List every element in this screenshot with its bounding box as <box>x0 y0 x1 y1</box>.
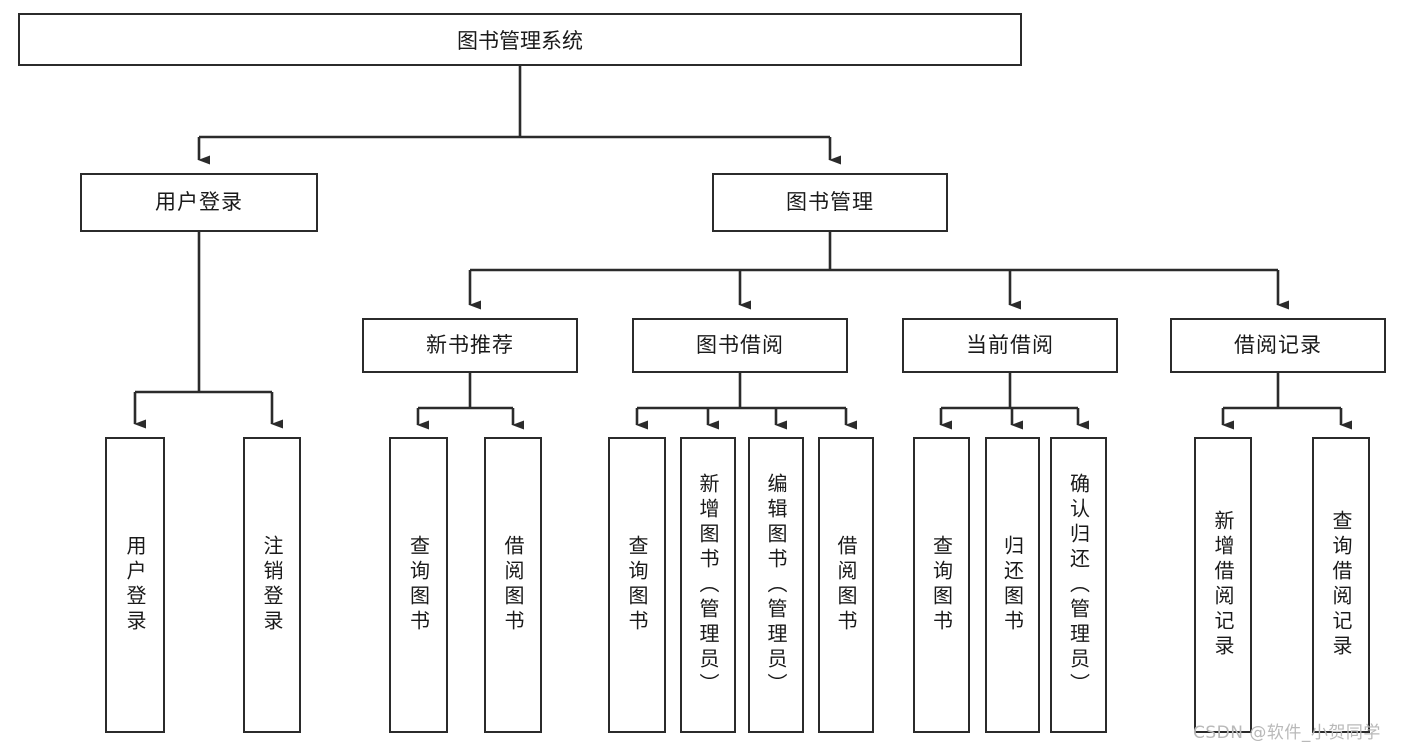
node-label: 当前借阅 <box>966 332 1054 357</box>
node-label: 图书管理系统 <box>457 28 583 53</box>
node-label: 确认归还（管理员） <box>1066 472 1091 698</box>
node-label: 注销登录 <box>260 535 284 635</box>
node-book-manage[interactable]: 图书管理 <box>712 173 948 232</box>
node-user-login[interactable]: 用户登录 <box>80 173 318 232</box>
node-leaf-borrow-book-2[interactable]: 借阅图书 <box>818 437 874 733</box>
node-label: 归还图书 <box>1000 535 1025 635</box>
node-label: 图书借阅 <box>696 332 784 357</box>
node-label: 用户登录 <box>155 189 243 214</box>
node-label: 借阅记录 <box>1234 332 1322 357</box>
node-leaf-logout[interactable]: 注销登录 <box>243 437 301 733</box>
node-leaf-return-book[interactable]: 归还图书 <box>985 437 1040 733</box>
node-label: 借阅图书 <box>501 535 525 635</box>
node-root-system[interactable]: 图书管理系统 <box>18 13 1022 66</box>
node-leaf-confirm-return[interactable]: 确认归还（管理员） <box>1050 437 1107 733</box>
node-book-borrow[interactable]: 图书借阅 <box>632 318 848 373</box>
node-leaf-query-book-2[interactable]: 查询图书 <box>608 437 666 733</box>
node-label: 借阅图书 <box>834 535 858 635</box>
node-label: 编辑图书（管理员） <box>764 472 788 698</box>
node-label: 查询图书 <box>625 535 649 635</box>
node-label: 新书推荐 <box>426 332 514 357</box>
node-leaf-query-book-1[interactable]: 查询图书 <box>389 437 448 733</box>
node-label: 查询借阅记录 <box>1329 510 1353 660</box>
node-new-book-recommend[interactable]: 新书推荐 <box>362 318 578 373</box>
node-label: 用户登录 <box>123 535 147 635</box>
node-label: 查询图书 <box>406 535 431 635</box>
node-label: 新增图书（管理员） <box>696 472 720 698</box>
node-leaf-query-book-3[interactable]: 查询图书 <box>913 437 970 733</box>
node-current-borrow[interactable]: 当前借阅 <box>902 318 1118 373</box>
node-leaf-add-book[interactable]: 新增图书（管理员） <box>680 437 736 733</box>
node-leaf-add-record[interactable]: 新增借阅记录 <box>1194 437 1252 733</box>
node-leaf-user-login[interactable]: 用户登录 <box>105 437 165 733</box>
node-label: 新增借阅记录 <box>1211 510 1235 660</box>
node-label: 查询图书 <box>929 535 954 635</box>
watermark: CSDN @软件_小贺同学 <box>1193 723 1381 743</box>
node-leaf-borrow-book-1[interactable]: 借阅图书 <box>484 437 542 733</box>
node-label: 图书管理 <box>786 189 874 214</box>
node-leaf-query-record[interactable]: 查询借阅记录 <box>1312 437 1370 733</box>
node-leaf-edit-book[interactable]: 编辑图书（管理员） <box>748 437 804 733</box>
node-borrow-record[interactable]: 借阅记录 <box>1170 318 1386 373</box>
